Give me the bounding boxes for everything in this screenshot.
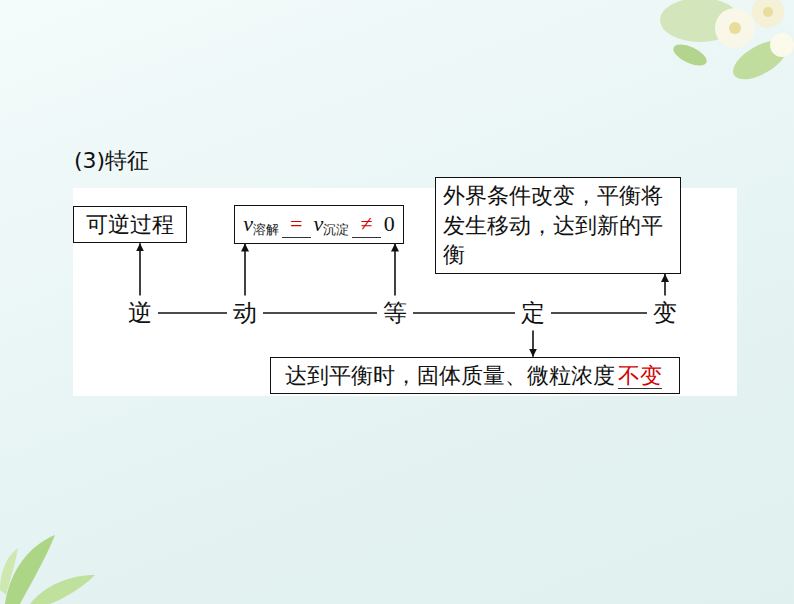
feature-box: 可逆过程: [73, 206, 187, 244]
leaf-decoration: [0, 535, 95, 604]
keyword: 动: [231, 299, 259, 328]
connector-line: [263, 312, 377, 314]
node-text: 定: [521, 300, 545, 326]
answer-blank: ≠: [352, 212, 381, 237]
node-text: 等: [383, 300, 407, 326]
arrow: [664, 274, 666, 296]
arrow: [139, 243, 141, 295]
arrow: [394, 244, 396, 296]
rate-symbol: v溶解: [243, 211, 279, 236]
arrow: [532, 330, 534, 356]
keyword: 定: [519, 299, 547, 328]
keyword: 等: [381, 299, 409, 328]
node-text: 达到平衡时，固体质量、微粒浓度: [285, 363, 615, 388]
node-text: 0: [384, 211, 395, 236]
section-title: (3)特征: [74, 146, 149, 176]
node-text: 外界条件改变，平衡将发生移动，达到新的平衡: [443, 183, 663, 267]
feature-box: 达到平衡时，固体质量、微粒浓度不变: [270, 357, 680, 395]
connector-line: [158, 312, 227, 314]
connector-line: [551, 312, 647, 314]
answer-blank: =: [282, 212, 311, 237]
node-text: 动: [233, 300, 257, 326]
keyword: 逆: [126, 299, 154, 328]
rate-box: v溶解=v沉淀≠0: [234, 205, 404, 243]
answer-blank: 不变: [618, 364, 662, 389]
flower-decoration: [660, 0, 794, 87]
connector-line: [413, 312, 515, 314]
node-text: 可逆过程: [86, 212, 174, 237]
keyword: 变: [651, 299, 679, 328]
feature-box: 外界条件改变，平衡将发生移动，达到新的平衡: [435, 177, 681, 274]
arrow: [244, 244, 246, 296]
node-text: 变: [653, 300, 677, 326]
node-text: 逆: [128, 300, 152, 326]
rate-symbol: v沉淀: [314, 211, 350, 236]
